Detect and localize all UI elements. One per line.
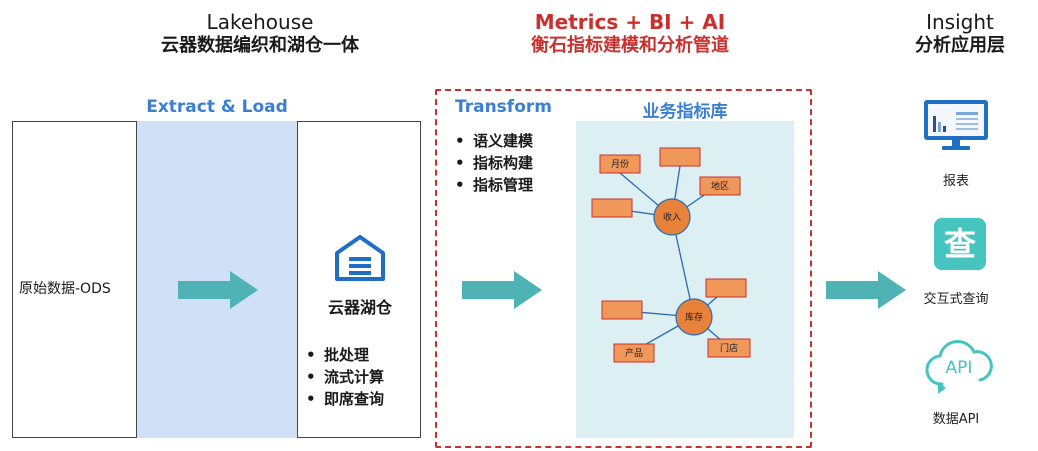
arrow-transform <box>462 271 542 309</box>
query-icon: 查 <box>934 218 986 270</box>
insight-app-label: 数据API <box>932 412 980 427</box>
lakehouse-box: 云器湖仓 批处理 流式计算 即席查询 <box>297 121 421 438</box>
report-monitor-icon <box>922 98 990 158</box>
extract-load-band <box>137 121 297 438</box>
node-box <box>591 198 633 218</box>
metrics-graph: 收入 库存 月份 地区 产品 门店 <box>591 147 751 363</box>
insight-header: Insight 分析应用层 <box>895 10 1025 58</box>
transform-bullet: 指标管理 <box>455 174 533 196</box>
transform-bullet: 语义建模 <box>455 130 533 152</box>
hub-inventory <box>675 298 713 336</box>
node-box <box>659 147 701 167</box>
node-product <box>613 343 655 363</box>
node-month <box>599 154 641 174</box>
lakehouse-bullet: 流式计算 <box>306 366 384 388</box>
metrics-library-panel: 收入 库存 月份 地区 产品 门店 <box>576 121 794 438</box>
node-month-label: 月份 <box>611 158 629 170</box>
lakehouse-bullet: 即席查询 <box>306 388 384 410</box>
hub-revenue-label: 收入 <box>663 211 681 223</box>
node-store-label: 门店 <box>720 342 738 354</box>
lakehouse-bullet: 批处理 <box>306 344 384 366</box>
transform-label: Transform <box>455 97 552 117</box>
hub-inventory-label: 库存 <box>685 311 703 323</box>
arrow-insight <box>826 271 906 309</box>
insight-app-label: 交互式查询 <box>923 292 989 307</box>
lakehouse-subtitle: 云器数据编织和湖仓一体 <box>161 35 359 56</box>
lakehouse-bullets: 批处理 流式计算 即席查询 <box>306 344 384 410</box>
metrics-library-title: 业务指标库 <box>642 102 728 122</box>
arrow-extract <box>178 271 258 309</box>
graph-boxes <box>591 147 751 363</box>
node-store <box>707 338 751 358</box>
transform-bullets: 语义建模 指标构建 指标管理 <box>455 130 533 196</box>
node-box <box>705 278 747 298</box>
insight-subtitle: 分析应用层 <box>915 35 1005 56</box>
metrics-subtitle: 衡石指标建模和分析管道 <box>531 35 729 56</box>
warehouse-icon <box>335 235 385 285</box>
query-glyph: 查 <box>943 225 976 263</box>
node-region <box>699 176 741 196</box>
node-region-label: 地区 <box>711 180 729 192</box>
lakehouse-header: Lakehouse 云器数据编织和湖仓一体 <box>130 10 390 58</box>
hub-revenue <box>653 198 691 236</box>
insight-title: Insight <box>926 10 994 34</box>
metrics-title: Metrics + BI + AI <box>534 10 726 34</box>
lakehouse-box-title: 云器湖仓 <box>327 298 392 317</box>
source-label: 原始数据-ODS <box>19 281 111 297</box>
node-box <box>601 300 643 320</box>
insight-app-label: 报表 <box>942 174 969 189</box>
lakehouse-title: Lakehouse <box>206 10 314 34</box>
source-box: 原始数据-ODS <box>12 121 137 438</box>
api-glyph: API <box>945 358 973 378</box>
transform-bullet: 指标构建 <box>455 152 533 174</box>
metrics-header: Metrics + BI + AI 衡石指标建模和分析管道 <box>480 10 780 58</box>
api-cloud-icon: API <box>924 338 994 400</box>
extract-load-label: Extract & Load <box>146 97 288 117</box>
metrics-container <box>435 89 812 448</box>
node-product-label: 产品 <box>625 347 643 359</box>
